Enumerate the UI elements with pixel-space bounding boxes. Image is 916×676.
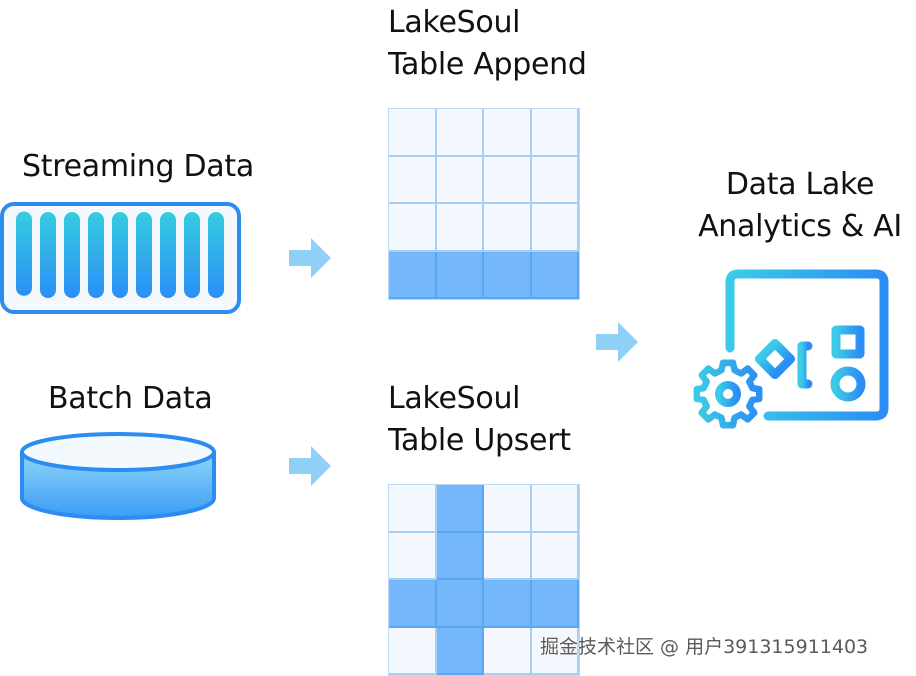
grid-cell: [484, 109, 532, 157]
streaming-data-icon: [0, 202, 241, 314]
database-cylinder-icon: [18, 430, 218, 522]
grid-cell-upserted: [389, 580, 437, 628]
arrow-right-icon: [289, 446, 333, 486]
grid-cell-appended: [484, 251, 532, 299]
destination-title-line2: Analytics & AI: [698, 209, 902, 244]
grid-cell: [531, 109, 579, 157]
streaming-data-label: Streaming Data: [22, 149, 254, 184]
grid-cell: [484, 627, 532, 675]
grid-cell-appended: [389, 251, 437, 299]
table-append-title-line1: LakeSoul: [388, 5, 521, 40]
grid-cell-upserted: [531, 580, 579, 628]
grid-cell-upserted: [436, 532, 484, 580]
analytics-window-gear-icon: [690, 266, 890, 434]
grid-cell: [531, 485, 579, 533]
grid-cell: [389, 156, 437, 204]
table-upsert-title-line2: Table Upsert: [388, 423, 571, 458]
table-upsert-grid: [388, 484, 580, 676]
grid-cell: [389, 485, 437, 533]
destination-title-line1: Data Lake: [725, 167, 875, 202]
grid-cell: [531, 532, 579, 580]
grid-cell: [389, 204, 437, 252]
grid-cell: [531, 156, 579, 204]
grid-cell: [484, 156, 532, 204]
grid-cell-upserted: [436, 580, 484, 628]
table-append-title-line2: Table Append: [388, 47, 587, 82]
watermark-text: 掘金技术社区 @ 用户391315911403: [540, 636, 869, 658]
grid-cell: [484, 204, 532, 252]
grid-cell-upserted: [436, 627, 484, 675]
grid-cell: [436, 109, 484, 157]
grid-cell-upserted: [436, 485, 484, 533]
grid-cell: [389, 532, 437, 580]
grid-cell: [531, 627, 579, 675]
grid-cell: [389, 109, 437, 157]
grid-cell: [484, 532, 532, 580]
grid-cell: [484, 485, 532, 533]
grid-cell: [531, 204, 579, 252]
batch-data-label: Batch Data: [48, 381, 213, 416]
grid-cell-appended: [436, 251, 484, 299]
grid-cell: [436, 204, 484, 252]
grid-cell: [389, 627, 437, 675]
table-upsert-title-line1: LakeSoul: [388, 381, 521, 416]
table-append-grid: [388, 108, 580, 300]
arrow-right-icon: [596, 322, 640, 362]
grid-cell: [436, 156, 484, 204]
arrow-right-icon: [289, 238, 333, 278]
grid-cell-appended: [531, 251, 579, 299]
grid-cell-upserted: [484, 580, 532, 628]
